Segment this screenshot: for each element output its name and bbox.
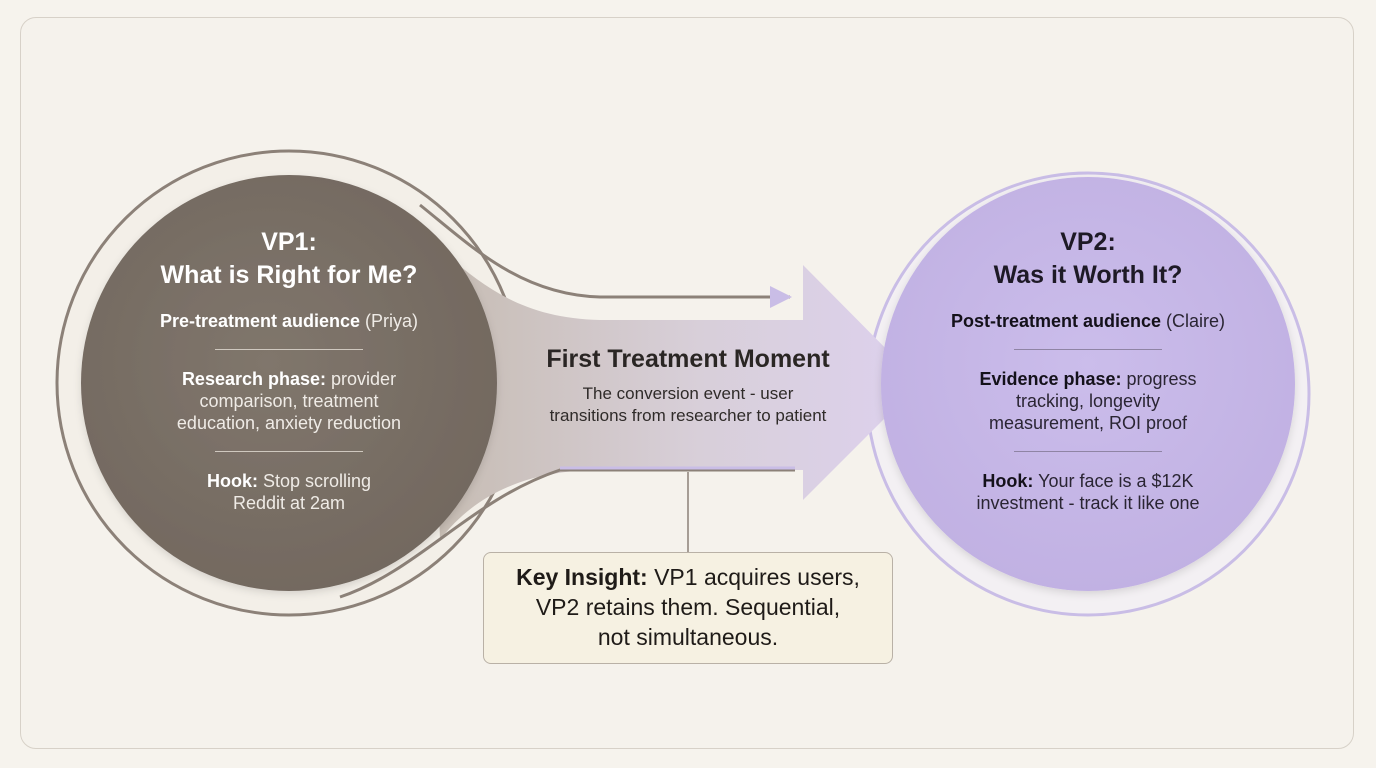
- insight-line3: not simultaneous.: [597, 623, 779, 650]
- vp1-title-line2: What is Right for Me?: [160, 260, 418, 289]
- vp2-circle: [881, 177, 1295, 591]
- vp2-audience-name: (Claire): [1166, 311, 1226, 331]
- vp1-divider-2: [215, 450, 363, 452]
- vp2-evidence: Evidence phase: progress tracking, longe…: [918, 369, 1258, 435]
- vp2-evidence-line1: progress: [1126, 368, 1197, 389]
- vp2-evidence-line2: tracking, longevity: [1015, 390, 1161, 411]
- lower-flow-band: [339, 468, 795, 599]
- key-insight-box: Key Insight: VP1 acquires users, VP2 ret…: [483, 552, 893, 664]
- vp2-audience: Post-treatment audience (Claire): [918, 311, 1258, 333]
- vp1-hook-line1: Stop scrolling: [262, 470, 372, 491]
- vp1-title: VP1: What is Right for Me?: [129, 226, 449, 291]
- vp1-title-line1: VP1:: [261, 228, 317, 256]
- vp2-content: VP2: Was it Worth It? Post-treatment aud…: [918, 226, 1258, 515]
- vp1-audience: Pre-treatment audience (Priya): [129, 311, 449, 333]
- vp1-hook: Hook: Stop scrolling Reddit at 2am: [129, 471, 449, 515]
- transition-sub-line2: transitions from researcher to patient: [549, 406, 827, 426]
- vp2-hook-line1: Your face is a $12K: [1038, 470, 1194, 491]
- main-flow-arrow: [430, 240, 920, 540]
- vp1-research-line2: comparison, treatment: [199, 390, 379, 411]
- vp2-divider-2: [1014, 450, 1162, 452]
- vp2-title-line2: Was it Worth It?: [993, 260, 1183, 289]
- transition-subtitle: The conversion event - user transitions …: [508, 383, 868, 429]
- vp1-content: VP1: What is Right for Me? Pre-treatment…: [129, 226, 449, 515]
- upper-flow-arrowhead: [770, 286, 792, 308]
- vp1-research: Research phase: provider comparison, tre…: [129, 369, 449, 435]
- transition-title: First Treatment Moment: [546, 345, 830, 373]
- vp1-audience-name: (Priya): [365, 311, 419, 331]
- vp2-evidence-label: Evidence phase:: [979, 368, 1122, 389]
- transition-sub-line1: The conversion event - user: [582, 383, 794, 403]
- vp1-hook-label: Hook:: [206, 470, 258, 491]
- vp2-hook: Hook: Your face is a $12K investment - t…: [918, 471, 1258, 515]
- vp2-evidence-line3: measurement, ROI proof: [988, 412, 1188, 433]
- insight-line1: VP1 acquires users,: [654, 564, 860, 591]
- vp1-hook-line2: Reddit at 2am: [232, 492, 346, 513]
- vp1-research-line3: education, anxiety reduction: [176, 412, 402, 433]
- vp2-title: VP2: Was it Worth It?: [918, 226, 1258, 291]
- vp1-divider-1: [215, 348, 363, 350]
- vp2-divider-1: [1014, 348, 1162, 350]
- insight-label: Key Insight:: [516, 564, 648, 591]
- vp2-hook-label: Hook:: [982, 470, 1034, 491]
- vp1-research-label: Research phase:: [181, 368, 327, 389]
- insight-line2: VP2 retains them. Sequential,: [535, 594, 841, 621]
- vp2-audience-label: Post-treatment audience: [950, 311, 1162, 331]
- vp2-title-line1: VP2:: [1060, 228, 1116, 256]
- vp1-audience-label: Pre-treatment audience: [159, 311, 361, 331]
- vp1-research-line1: provider: [331, 368, 397, 389]
- transition-label: First Treatment Moment The conversion ev…: [508, 344, 868, 428]
- upper-flow-band: [419, 203, 790, 299]
- vp2-hook-line2: investment - track it like one: [976, 492, 1200, 513]
- vp1-circle: [81, 175, 497, 591]
